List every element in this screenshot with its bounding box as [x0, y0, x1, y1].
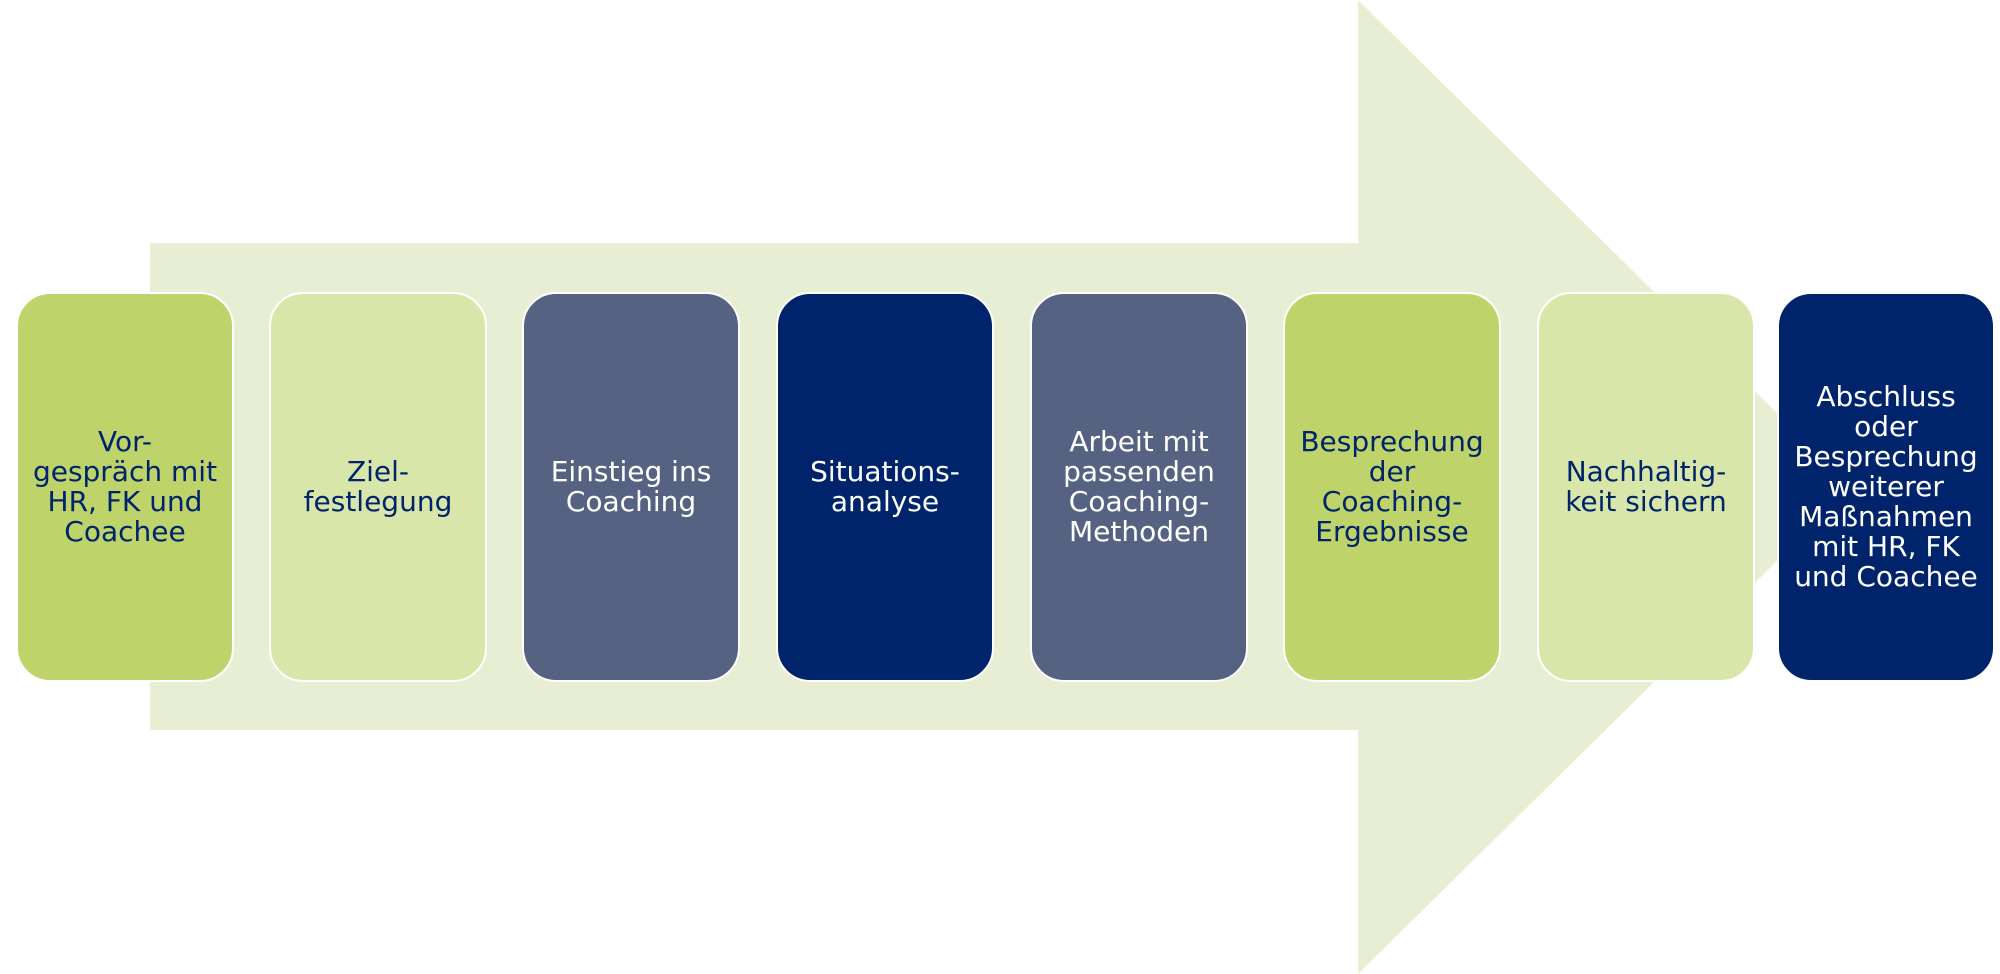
step-label: Einstieg ins Coaching: [550, 455, 712, 518]
step-label: Situations- analyse: [810, 455, 960, 518]
step-label: Nachhaltig- keit sichern: [1565, 455, 1727, 518]
step-sustainability: Nachhaltig- keit sichern: [1537, 292, 1755, 682]
step-results-review: Besprechung der Coaching- Ergebnisse: [1283, 292, 1501, 682]
process-arrow-shape: [150, 0, 1852, 974]
step-pre-meeting: Vor- gespräch mit HR, FK und Coachee: [16, 292, 234, 682]
step-label: Abschluss oder Besprechung weiterer Maßn…: [1794, 380, 1978, 593]
step-label: Arbeit mit passenden Coaching- Methoden: [1063, 425, 1215, 548]
step-coaching-entry: Einstieg ins Coaching: [522, 292, 740, 682]
step-label: Vor- gespräch mit HR, FK und Coachee: [32, 425, 218, 548]
step-goal-setting: Ziel- festlegung: [269, 292, 487, 682]
step-label: Besprechung der Coaching- Ergebnisse: [1300, 425, 1484, 548]
step-coaching-methods: Arbeit mit passenden Coaching- Methoden: [1030, 292, 1248, 682]
step-label: Ziel- festlegung: [303, 455, 453, 518]
step-closing: Abschluss oder Besprechung weiterer Maßn…: [1777, 292, 1995, 682]
step-situation-analysis: Situations- analyse: [776, 292, 994, 682]
